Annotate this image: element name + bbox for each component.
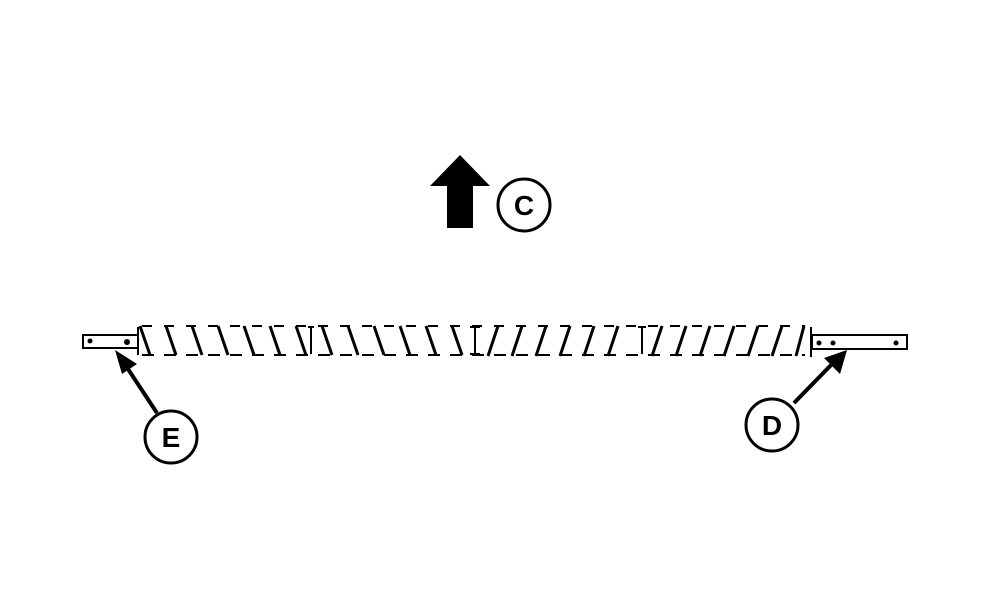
- leader-arrowhead-icon: [115, 350, 137, 374]
- left-shaft-end: [82, 334, 139, 349]
- right-shaft-end: [811, 334, 908, 350]
- right-hand-flights: [486, 325, 806, 357]
- callout-c: C: [496, 177, 552, 233]
- leader-arrowhead-icon: [824, 350, 847, 374]
- callout-e: E: [115, 350, 199, 465]
- callout-d-label: D: [762, 410, 782, 441]
- callout-e-label: E: [162, 422, 181, 453]
- arrow-up-icon: [430, 155, 490, 228]
- callout-c-label: C: [514, 190, 534, 221]
- auger-flighting: [137, 325, 812, 357]
- paddle-markers: [308, 326, 646, 355]
- callout-d: D: [744, 350, 847, 453]
- left-hand-flights: [138, 325, 464, 356]
- direction-arrow: [430, 155, 490, 228]
